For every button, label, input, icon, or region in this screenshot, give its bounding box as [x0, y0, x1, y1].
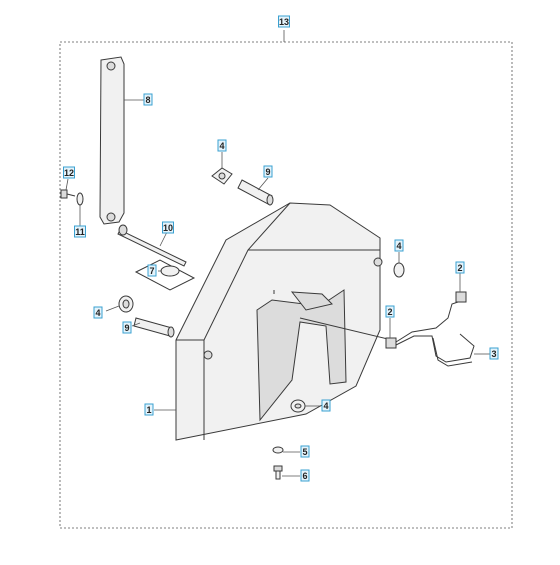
callout-7: 7 [147, 264, 157, 277]
assembly-frame [59, 41, 513, 529]
callout-11: 11 [74, 225, 86, 238]
callout-box [300, 445, 310, 458]
callout-box [217, 139, 227, 152]
part-9-shaft-lower [133, 317, 175, 338]
part-6-screw [273, 465, 283, 480]
part-7-clip [134, 259, 196, 291]
part-4-washer-right [393, 262, 405, 278]
callout-label: 6 [302, 471, 307, 481]
callout-box [144, 403, 154, 416]
callout-box [300, 469, 310, 482]
part-5-washer [272, 446, 284, 454]
callout-box [122, 321, 132, 334]
callout-label: 9 [124, 323, 129, 333]
callout-1: 1 [144, 403, 154, 416]
callout-label: 5 [302, 447, 307, 457]
callout-label: 13 [279, 17, 289, 27]
callout-label: 4 [323, 401, 328, 411]
leader-9-lower [131, 322, 141, 327]
callout-box [263, 165, 273, 178]
part-4-bushing-left [118, 295, 134, 313]
callout-box [278, 15, 290, 28]
callout-13: 13 [278, 15, 290, 28]
callout-tags: 13 8 4 9 12 11 10 7 4 9 4 2 2 3 1 4 5 6 [63, 15, 499, 482]
part-11-washer [76, 192, 84, 206]
part-1-guard-housing [175, 202, 393, 441]
callout-4c: 4 [394, 239, 404, 252]
callout-label: 8 [145, 95, 150, 105]
callout-8: 8 [143, 93, 153, 106]
callout-box [394, 239, 404, 252]
part-9-shaft-upper [237, 179, 274, 206]
callout-label: 2 [457, 263, 462, 273]
callout-2a: 2 [455, 261, 465, 274]
callout-box [74, 225, 86, 238]
callout-9a: 9 [263, 165, 273, 178]
callout-label: 4 [396, 241, 401, 251]
callout-label: 4 [219, 141, 224, 151]
callout-label: 12 [64, 168, 74, 178]
callout-box [489, 347, 499, 360]
callout-12: 12 [63, 166, 75, 179]
part-2-sensor-lower [385, 337, 397, 349]
leader-4-left [105, 305, 120, 312]
callout-box [162, 221, 174, 234]
callout-2b: 2 [385, 305, 395, 318]
callout-label: 10 [163, 223, 173, 233]
leader-9-upper [257, 177, 269, 191]
callout-9b: 9 [122, 321, 132, 334]
callout-label: 4 [95, 308, 100, 318]
callout-6: 6 [300, 469, 310, 482]
callout-label: 2 [387, 307, 392, 317]
callout-box [147, 264, 157, 277]
callout-box [143, 93, 153, 106]
part-8-link-bar [99, 56, 125, 225]
callout-3: 3 [489, 347, 499, 360]
callout-label: 7 [149, 266, 154, 276]
callout-label: 1 [146, 405, 151, 415]
callout-box [321, 399, 331, 412]
part-3-cable [395, 301, 475, 367]
part-2-sensor-upper [455, 291, 467, 303]
callout-box [63, 166, 75, 179]
callout-10: 10 [162, 221, 174, 234]
callout-4b: 4 [93, 306, 103, 319]
callout-label: 3 [491, 349, 496, 359]
callout-box [455, 261, 465, 274]
part-10-pin [117, 224, 187, 267]
part-4-washer-lower [290, 399, 306, 413]
part-12-screw [60, 189, 76, 199]
callout-label: 11 [75, 227, 85, 237]
callout-4a: 4 [217, 139, 227, 152]
callout-box [93, 306, 103, 319]
callout-box [385, 305, 395, 318]
callout-label: 9 [265, 167, 270, 177]
part-4-bushing-top [211, 167, 233, 185]
leader-12 [65, 178, 69, 191]
callout-5: 5 [300, 445, 310, 458]
callout-4d: 4 [321, 399, 331, 412]
